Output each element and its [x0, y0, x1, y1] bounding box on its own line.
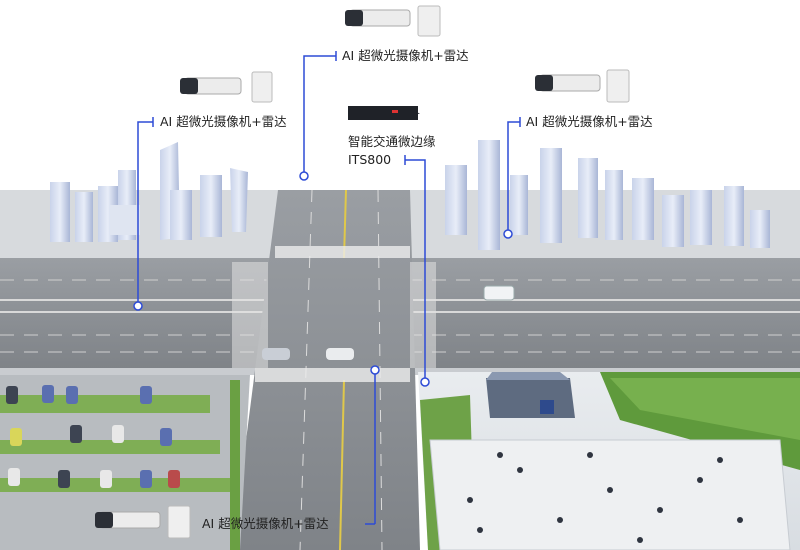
right-skyline: [445, 140, 770, 250]
edge-device-label-line1: 智能交通微边缘: [348, 134, 436, 149]
camera-radar-right-icon: [535, 69, 630, 103]
callout-anchors: [133, 171, 513, 387]
camera-radar-top-icon: [345, 5, 441, 37]
callout-lines: [137, 51, 521, 525]
camera-top-label: AI 超微光摄像机+雷达: [342, 48, 469, 63]
edge-device-label-line2: ITS800: [348, 152, 392, 167]
camera-radar-bottom-icon: [95, 505, 191, 539]
camera-bottom-label: AI 超微光摄像机+雷达: [202, 516, 329, 531]
camera-left-label: AI 超微光摄像机+雷达: [160, 114, 287, 129]
camera-right-label: AI 超微光摄像机+雷达: [526, 114, 653, 129]
camera-radar-left-icon: [180, 71, 273, 103]
left-skyline: [50, 142, 248, 242]
its800-device-icon: [348, 106, 420, 120]
vehicles: [262, 285, 515, 360]
cross-road: [232, 189, 436, 550]
transit-plaza: [418, 372, 800, 550]
